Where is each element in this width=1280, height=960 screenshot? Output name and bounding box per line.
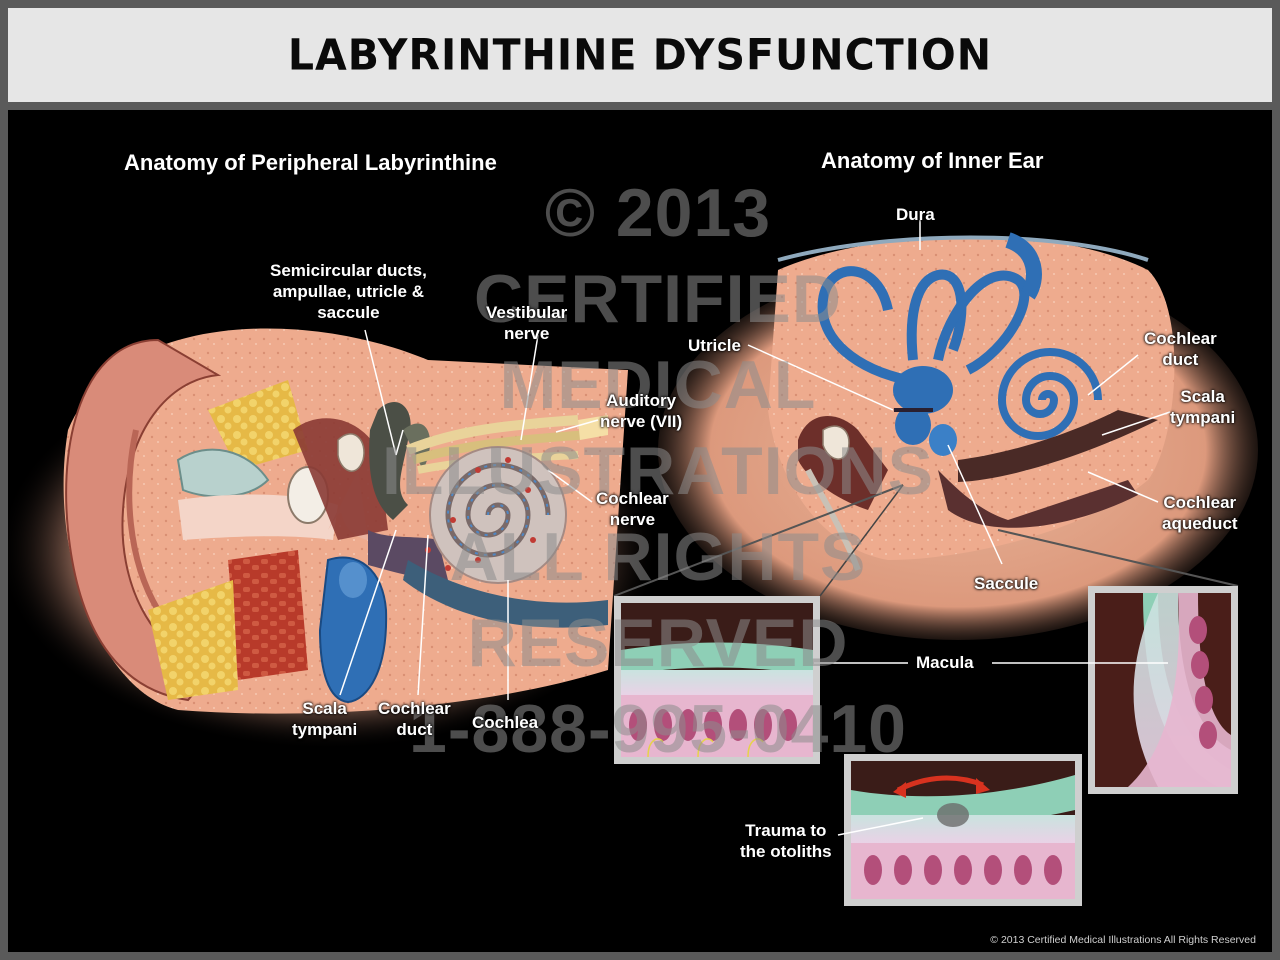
macula-inset-normal: [614, 596, 820, 764]
label-cochlear-nerve: Cochlear nerve: [596, 488, 669, 530]
heading-left: Anatomy of Peripheral Labyrinthine: [124, 150, 497, 175]
label-line: Semicircular ducts,: [270, 261, 427, 280]
illustration-panel: © 2013 CERTIFIED MEDICAL ILLUSTRATIONS A…: [8, 110, 1272, 952]
label-dura: Dura: [896, 205, 935, 224]
label-cochlear-duct-left: Cochlear duct: [378, 698, 451, 740]
cochlea-spiral: [425, 446, 567, 584]
label-line: duct: [1162, 350, 1199, 369]
watermark-line: ALL RIGHTS: [449, 519, 867, 595]
label-line: saccule: [317, 303, 380, 322]
title-bar: LABYRINTHINE DYSFUNCTION: [8, 8, 1272, 102]
label-line: Cochlear: [596, 489, 669, 508]
label-line: nerve (VII): [600, 412, 683, 431]
label-line: aqueduct: [1162, 514, 1238, 533]
label-line: Cochlear: [1163, 493, 1237, 512]
heading-right: Anatomy of Inner Ear: [821, 148, 1044, 173]
label-line: ampullae, utricle &: [272, 282, 424, 301]
label-vestibular-nerve: Vestibular nerve: [486, 302, 567, 344]
label-macula: Macula: [916, 653, 974, 672]
inner-ear-illustration: [613, 232, 1258, 640]
watermark: © 2013 CERTIFIED MEDICAL ILLUSTRATIONS A…: [308, 170, 1008, 772]
label-saccule: Saccule: [974, 574, 1039, 593]
label-line: Cochlear: [378, 699, 451, 718]
label-semicircular: Semicircular ducts, ampullae, utricle & …: [270, 260, 427, 323]
motion-arrow: [896, 775, 984, 793]
label-trauma-otoliths: Trauma to the otoliths: [740, 820, 832, 862]
label-line: Scala: [1180, 387, 1225, 406]
trauma-inset: [844, 754, 1082, 906]
label-line: tympani: [292, 720, 358, 739]
watermark-line: 1-888-995-0410: [409, 691, 907, 767]
label-line: Cochlear: [1144, 329, 1217, 348]
label-line: Vestibular: [486, 303, 568, 322]
watermark-line: MEDICAL: [499, 347, 817, 423]
label-line: tympani: [1170, 408, 1236, 427]
label-line: the otoliths: [740, 842, 832, 861]
label-utricle: Utricle: [688, 336, 741, 355]
watermark-line: RESERVED: [467, 605, 849, 681]
label-cochlear-aqueduct: Cochlear aqueduct: [1162, 492, 1238, 534]
label-line: nerve: [609, 510, 656, 529]
label-scala-tympani-left: Scala tympani: [292, 698, 357, 740]
macula-inset-curved: [1088, 586, 1238, 794]
illustration-scene: [8, 220, 1258, 906]
watermark-line: CERTIFIED: [474, 261, 842, 337]
watermark-line: ILLUSTRATIONS: [382, 433, 934, 509]
label-cochlea: Cochlea: [472, 713, 539, 732]
label-line: nerve: [503, 324, 550, 343]
label-scala-tympani-right: Scala tympani: [1170, 386, 1235, 428]
watermark-line: © 2013: [544, 175, 772, 251]
label-line: duct: [396, 720, 433, 739]
label-line: Auditory: [606, 391, 677, 410]
label-cochlear-duct-right: Cochlear duct: [1144, 328, 1217, 370]
page-title: LABYRINTHINE DYSFUNCTION: [287, 29, 993, 81]
label-line: Scala: [302, 699, 347, 718]
label-auditory-nerve: Auditory nerve (VII): [600, 390, 682, 432]
label-line: Trauma to: [745, 821, 827, 840]
leader-lines: [339, 220, 1171, 836]
left-ear-illustration: [8, 328, 658, 750]
copyright-notice: © 2013 Certified Medical Illustrations A…: [990, 934, 1256, 946]
